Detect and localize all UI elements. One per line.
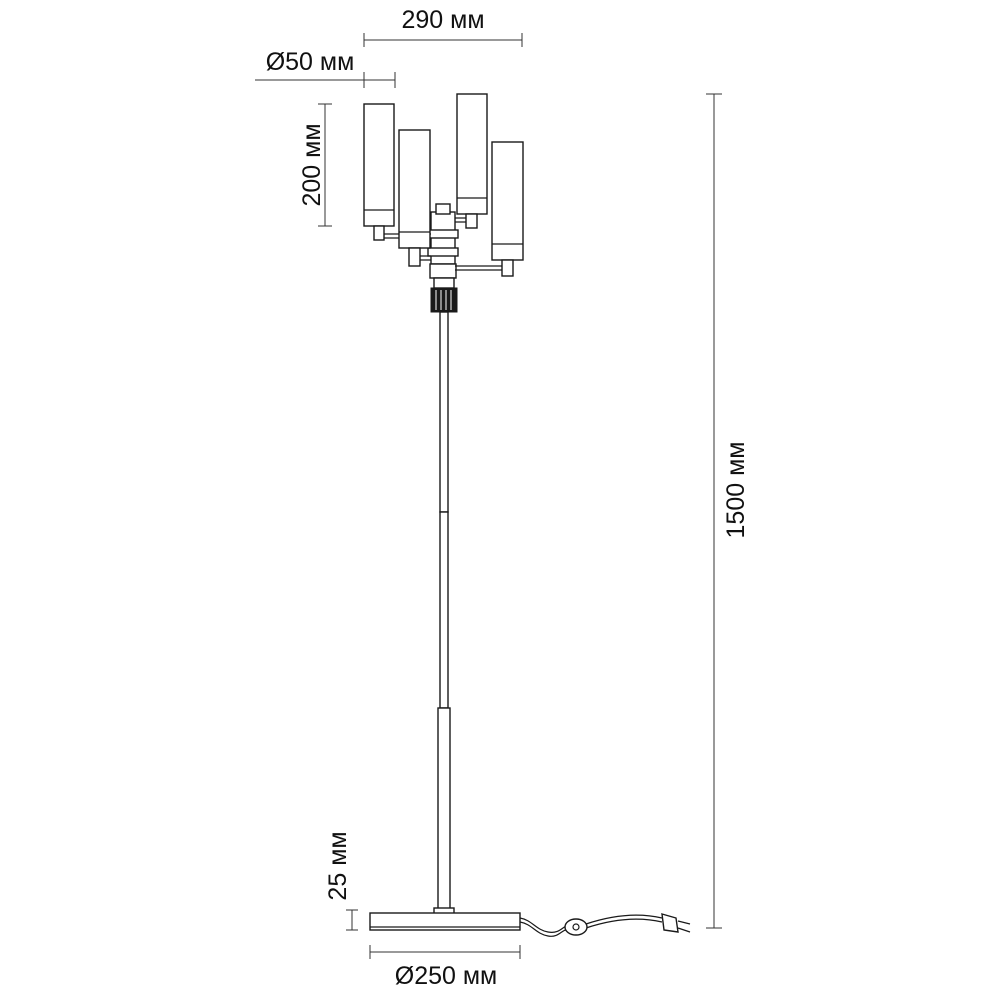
dimension-shade-height-label: 200 мм [298,123,326,206]
dimension-width-total-label: 290 мм [401,6,484,34]
lamp-base [369,907,521,931]
lamp-stem [437,311,451,915]
dimension-base-height: 25 мм [324,831,358,931]
lamp-shade [363,103,395,241]
power-cord [519,914,663,937]
dimension-total-height: 1500 мм [706,93,750,929]
lamp-coupling [430,277,458,313]
plug-icon [661,913,691,933]
dimension-shade-diameter-label: Ø50 мм [266,48,355,76]
inline-switch-icon [564,918,588,936]
lamp-shade [398,129,431,267]
dimension-shade-height: 200 мм [298,103,332,227]
dimension-shade-diameter: Ø50 мм [255,48,396,88]
dimension-base-height-label: 25 мм [324,831,352,900]
dimension-total-height-label: 1500 мм [722,442,750,539]
lamp-shade [456,93,488,229]
dimension-base-diameter-label: Ø250 мм [395,962,497,990]
lamp-shade [491,141,524,277]
dimension-base-diameter: Ø250 мм [369,945,521,990]
dimension-width-total: 290 мм [363,6,523,47]
